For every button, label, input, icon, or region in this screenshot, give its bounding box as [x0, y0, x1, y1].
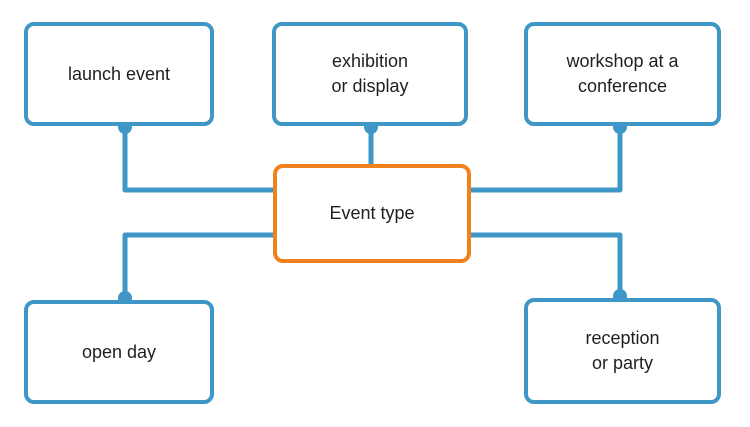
- node-event-type-center: Event type: [273, 164, 471, 263]
- connector-open-day: [122, 232, 273, 300]
- connector-launch: [122, 126, 273, 193]
- node-exhibition-or-display: exhibition or display: [272, 22, 468, 126]
- node-open-day: open day: [24, 300, 214, 404]
- node-label: exhibition or display: [331, 51, 409, 96]
- node-label: launch event: [67, 63, 171, 84]
- node-label: reception or party: [585, 328, 660, 373]
- node-workshop-at-conference: workshop at a conference: [524, 22, 721, 126]
- center-label: Event type: [329, 203, 415, 223]
- node-reception-or-party: reception or party: [524, 298, 721, 404]
- node-label: open day: [81, 341, 157, 362]
- node-launch-event: launch event: [24, 22, 214, 126]
- node-label: workshop at a conference: [566, 51, 679, 96]
- connector-reception: [471, 232, 623, 298]
- connector-workshop: [471, 126, 623, 193]
